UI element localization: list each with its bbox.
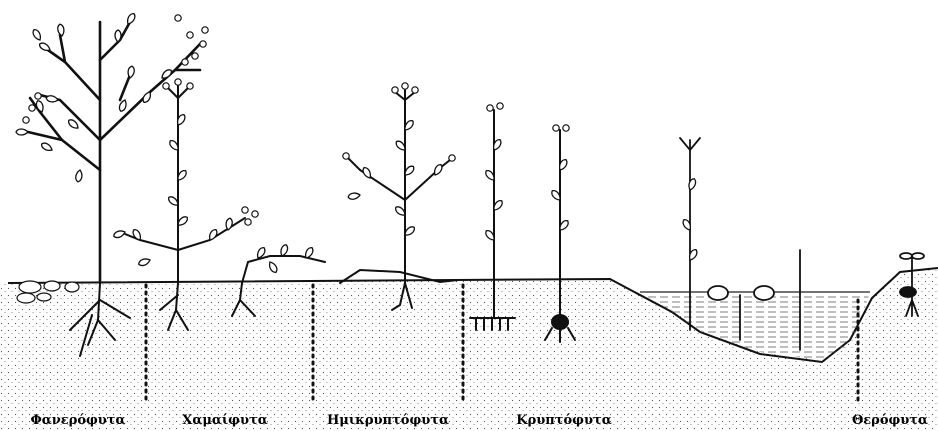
chamaephyte-creeping-leaves [255, 244, 314, 274]
hemicryptophyte-plant [340, 88, 458, 310]
label-chamaephytes: Χαμαίφυτα [182, 413, 267, 428]
label-therophytes: Θερόφυτα [852, 413, 928, 428]
label-phanerophytes: Φανερόφυτα [30, 413, 125, 428]
label-cryptophytes: Κρυπτόφυτα [516, 413, 611, 428]
label-hemicryptophytes: Ημικρυπτόφυτα [327, 413, 449, 428]
cryptophyte-leaves [484, 138, 570, 242]
chamaephyte-leaves [113, 113, 233, 267]
cryptophyte-buds [487, 103, 569, 131]
